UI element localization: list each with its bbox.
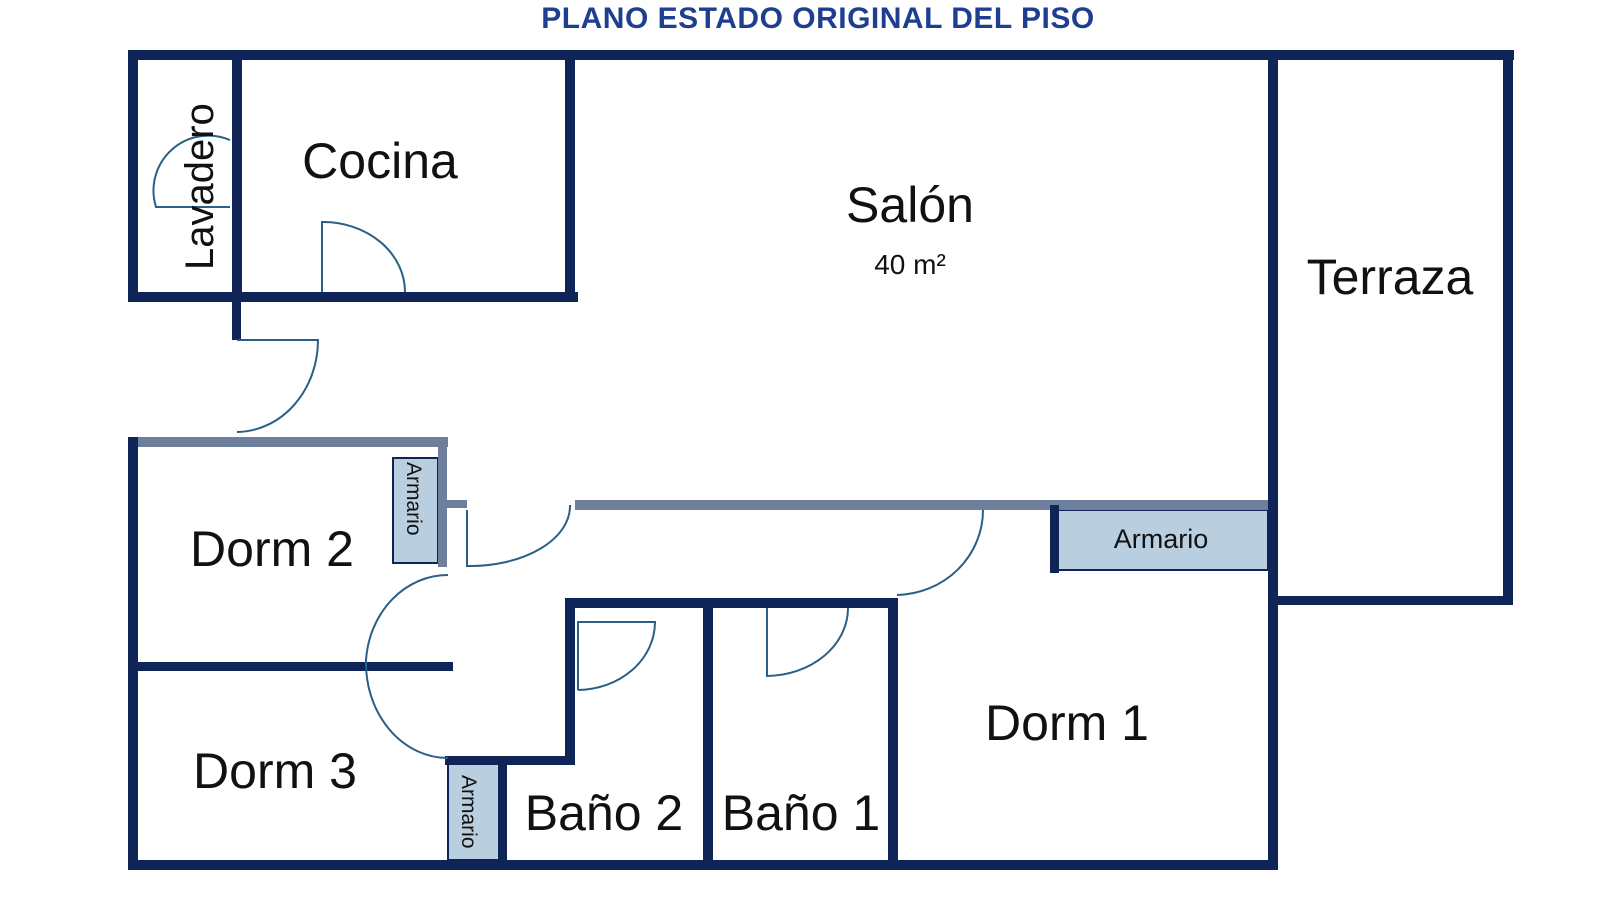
label-lavadero: Lavadero xyxy=(178,103,222,270)
label-salon: Salón xyxy=(846,177,974,233)
label-dorm3: Dorm 3 xyxy=(193,743,357,799)
armario-dorm2 xyxy=(392,457,439,564)
label-dorm1: Dorm 1 xyxy=(985,695,1149,751)
label-bano1: Baño 1 xyxy=(722,785,880,841)
label-cocina: Cocina xyxy=(302,133,458,189)
plan-title: PLANO ESTADO ORIGINAL DEL PISO xyxy=(541,2,1095,35)
armario-dorm3 xyxy=(447,761,501,861)
label-armario-dorm2: Armario xyxy=(402,462,425,536)
label-bano2: Baño 2 xyxy=(525,785,683,841)
doors xyxy=(152,134,984,759)
label-terraza: Terraza xyxy=(1307,249,1474,305)
label-armario-dorm3: Armario xyxy=(457,775,480,849)
walls xyxy=(128,50,1514,870)
label-salon-area: 40 m² xyxy=(874,249,946,280)
label-armario-pasillo: Armario xyxy=(1114,524,1209,554)
label-dorm2: Dorm 2 xyxy=(190,521,354,577)
